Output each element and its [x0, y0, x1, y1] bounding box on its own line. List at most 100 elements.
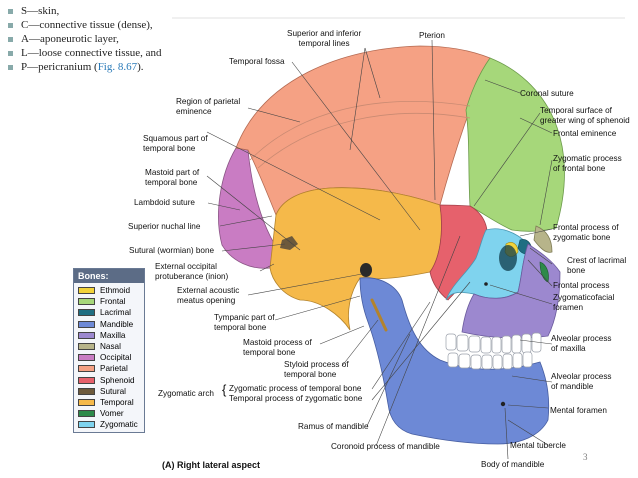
legend-item: Maxilla	[74, 330, 144, 341]
orbit	[499, 245, 517, 271]
legend-label: Frontal	[100, 297, 126, 307]
frontal-bone	[465, 57, 565, 232]
label-squamous-temporal: Squamous part of temporal bone	[143, 134, 208, 153]
label-coronal-suture: Coronal suture	[520, 89, 574, 98]
label-zygomatic-arch: Zygomatic arch	[158, 389, 214, 398]
legend-item: Ethmoid	[74, 285, 144, 296]
legend-swatch	[78, 331, 95, 339]
list-item: A—aponeurotic layer,	[8, 32, 162, 46]
label-ramus-mandible: Ramus of mandible	[298, 422, 369, 431]
teeth	[445, 332, 542, 370]
label-styloid-process: Styloid process of temporal bone	[284, 360, 349, 379]
label-zygomatic-process-temporal: Zygomatic process of temporal bone	[229, 384, 362, 393]
zygomaticofacial-foramen	[484, 282, 488, 286]
bullet-icon	[8, 36, 13, 42]
legend-label: Zygomatic	[100, 420, 138, 430]
legend-swatch	[78, 309, 95, 317]
legend-label: Sphenoid	[100, 375, 135, 385]
maxilla-bone	[461, 243, 561, 339]
legend-item: Mandible	[74, 319, 144, 330]
legend-swatch	[78, 376, 95, 384]
nasal-bone	[533, 225, 553, 253]
list-item: S—skin,	[8, 4, 162, 18]
label-crest-lacrimal: Crest of lacrimal bone	[567, 256, 627, 275]
legend-swatch	[78, 343, 95, 351]
label-mastoid-part: Mastoid part of temporal bone	[145, 168, 200, 187]
bullet-icon	[8, 50, 13, 56]
label-frontal-process: Frontal process	[553, 281, 610, 290]
legend-label: Parietal	[100, 364, 128, 374]
legend-swatch	[78, 421, 95, 429]
label-mastoid-process: Mastoid process of temporal bone	[243, 338, 312, 357]
scalp-layers-list: S—skin, C—connective tissue (dense), A—a…	[8, 4, 162, 74]
label-frontal-process-zygomatic: Frontal process of zygomatic bone	[553, 223, 619, 242]
legend-label: Vomer	[100, 409, 124, 419]
styloid-process	[370, 298, 388, 332]
legend-label: Maxilla	[100, 330, 126, 340]
temporal-line	[257, 113, 471, 169]
legend-item: Occipital	[74, 352, 144, 363]
label-superior-nuchal-line: Superior nuchal line	[128, 222, 201, 231]
legend-item: Vomer	[74, 408, 144, 419]
label-temporal-fossa: Temporal fossa	[229, 57, 285, 66]
temporal-bone	[269, 187, 442, 331]
legend-label: Mandible	[100, 319, 134, 329]
label-external-acoustic-meatus: External acoustic meatus opening	[177, 286, 240, 305]
legend-swatch	[78, 320, 95, 328]
label-sutural-bone: Sutural (wormian) bone	[129, 246, 215, 255]
figure-reference-link[interactable]: Fig. 8.67	[97, 61, 138, 73]
legend-swatch	[78, 354, 95, 362]
label-mental-tubercle: Mental tubercle	[510, 441, 566, 450]
sutural-bone	[280, 236, 298, 250]
leader-lines	[206, 39, 553, 460]
list-item: L—loose connective tissue, and	[8, 46, 162, 60]
bullet-icon	[8, 64, 13, 70]
legend-label: Nasal	[100, 342, 121, 352]
legend-item: Parietal	[74, 363, 144, 374]
label-parietal-eminence: Region of parietal eminence	[176, 97, 241, 116]
legend-swatch	[78, 387, 95, 395]
legend-swatch	[78, 365, 95, 373]
label-alveolar-maxilla: Alveolar process of maxilla	[551, 334, 612, 353]
bullet-icon	[8, 22, 13, 28]
mental-foramen	[500, 401, 506, 407]
label-alveolar-mandible: Alveolar process of mandible	[551, 372, 612, 391]
label-pterion: Pterion	[419, 31, 445, 40]
legend-item: Sutural	[74, 386, 144, 397]
legend-label: Lacrimal	[100, 308, 131, 318]
legend-item: Frontal	[74, 296, 144, 307]
bullet-icon	[8, 8, 13, 14]
brace-icon: {	[222, 382, 227, 397]
legend-label: Sutural	[100, 386, 126, 396]
external-acoustic-meatus	[360, 263, 372, 277]
legend-item: Sphenoid	[74, 375, 144, 386]
figure-caption: (A) Right lateral aspect	[162, 460, 261, 470]
legend-item: Nasal	[74, 341, 144, 352]
legend-swatch	[78, 410, 95, 418]
label-body-mandible: Body of mandible	[481, 460, 545, 469]
label-zygomatic-process-frontal: Zygomatic process of frontal bone	[553, 154, 622, 173]
label-frontal-eminence: Frontal eminence	[553, 129, 617, 138]
legend-item: Zygomatic	[74, 419, 144, 430]
occipital-bone	[218, 147, 279, 269]
legend-title: Bones:	[74, 269, 144, 283]
legend-swatch	[78, 298, 95, 306]
label-tympanic-part: Tympanic part of temporal bone	[214, 313, 275, 332]
label-mental-foramen: Mental foramen	[550, 406, 607, 415]
label-coronoid-process: Coronoid process of mandible	[331, 442, 440, 451]
label-zygomaticofacial-foramen: Zygomaticofacial foramen	[553, 293, 615, 312]
label-lambdoid-suture: Lambdoid suture	[134, 198, 195, 207]
page-number: 3	[583, 452, 588, 462]
legend-item: Temporal	[74, 397, 144, 408]
label-temporal-surface-sphenoid: Temporal surface of greater wing of sphe…	[540, 106, 630, 125]
list-item: P—pericranium (Fig. 8.67).	[8, 60, 162, 74]
label-temporal-process-zygomatic: Temporal process of zygomatic bone	[229, 394, 363, 403]
legend-label: Ethmoid	[100, 286, 131, 296]
legend-swatch	[78, 398, 95, 406]
label-external-occipital-protuberance: External occipital protuberance (inion)	[155, 262, 229, 281]
legend-label: Occipital	[100, 353, 132, 363]
